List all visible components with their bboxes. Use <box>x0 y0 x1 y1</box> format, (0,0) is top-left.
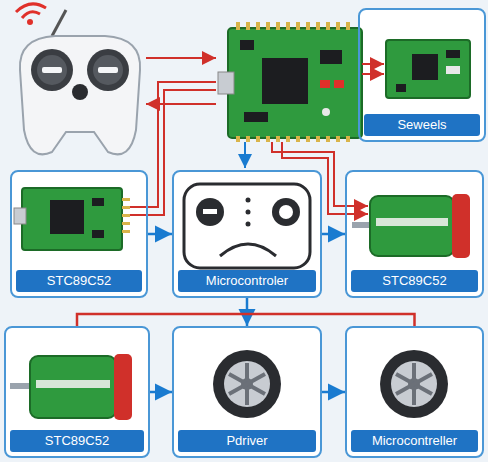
connector-arrow <box>322 233 345 236</box>
label-text: Pdriver <box>226 433 267 449</box>
sensor-board <box>386 40 470 98</box>
connector-arrow <box>77 314 415 326</box>
wheel-illustration <box>380 350 448 418</box>
remote-illustration <box>184 184 310 268</box>
panel-label: Seweels <box>364 114 480 136</box>
component-panel: Pdriver <box>172 326 322 458</box>
wheel-illustration <box>213 350 281 418</box>
component-panel: Microcontroler <box>172 170 322 298</box>
label-text: STC89C52 <box>382 273 446 289</box>
panel-label: Microcontreller <box>351 430 478 452</box>
main-board <box>218 22 362 142</box>
controller-board <box>14 188 130 250</box>
connector-arrow <box>150 391 172 394</box>
label-text: Seweels <box>397 117 446 133</box>
panel-label: STC89C52 <box>351 270 478 292</box>
gamepad-illustration <box>16 4 140 155</box>
component-panel: Seweels <box>358 8 486 142</box>
component-panel: STC89C52 <box>345 170 484 298</box>
label-text: Microcontreller <box>372 433 457 449</box>
connector-arrow <box>148 233 172 236</box>
label-text: STC89C52 <box>45 433 109 449</box>
motor-illustration <box>352 194 470 258</box>
component-panel: Microcontreller <box>345 326 484 458</box>
motor-illustration <box>10 354 132 420</box>
panel-label: Microcontroler <box>178 270 316 292</box>
connector-arrow <box>322 391 345 394</box>
panel-fills <box>4 8 486 458</box>
connector-arrow <box>246 298 249 326</box>
component-panel: STC89C52 <box>10 170 148 298</box>
component-panel: STC89C52 <box>4 326 150 458</box>
panel-label: STC89C52 <box>10 430 144 452</box>
label-text: Microcontroler <box>206 273 288 289</box>
label-text: STC89C52 <box>47 273 111 289</box>
panel-label: Pdriver <box>178 430 316 452</box>
panel-label: STC89C52 <box>16 270 142 292</box>
